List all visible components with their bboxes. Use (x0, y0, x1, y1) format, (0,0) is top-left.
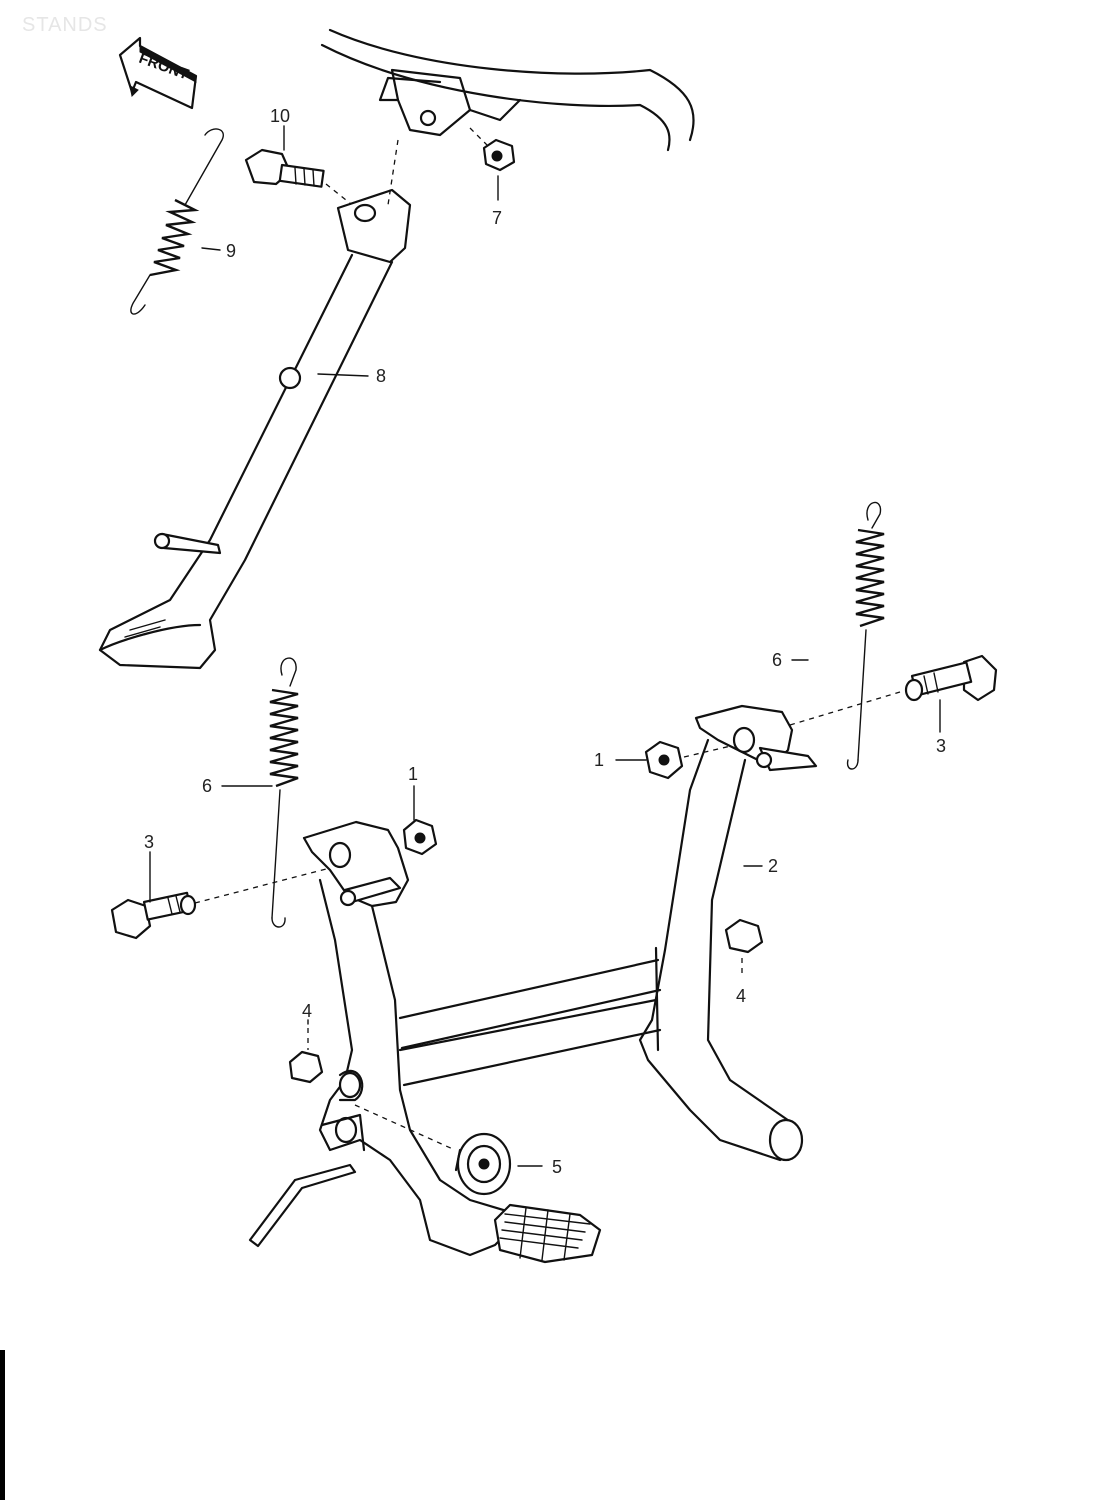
leader-lines (149, 125, 941, 1167)
callout-9: 9 (226, 241, 236, 261)
front-direction-arrow: FRONT (118, 36, 198, 110)
spring-9 (130, 128, 224, 315)
callout-5: 5 (552, 1157, 562, 1177)
scan-edge-mark (0, 1350, 5, 1500)
nut-1-left (402, 818, 438, 856)
frame-tube (320, 28, 695, 152)
callout-7: 7 (492, 208, 502, 228)
rubber-stopper-4-right (724, 918, 764, 975)
roller-5 (454, 1132, 512, 1196)
callout-3-left: 3 (144, 832, 154, 852)
bolt-3-right (789, 654, 998, 726)
page-title: STANDS (22, 14, 108, 36)
nut-7 (469, 127, 516, 172)
callout-labels: 10 9 7 8 6 3 1 2 4 1 6 3 4 5 (144, 106, 946, 1177)
bolt-10 (244, 148, 357, 209)
side-stand-8 (98, 139, 412, 670)
nut-1-right (644, 740, 736, 780)
callout-4-left: 4 (302, 1001, 312, 1021)
bolt-3-left (110, 867, 331, 940)
spring-6-left (269, 657, 299, 928)
callout-2: 2 (768, 856, 778, 876)
callout-1-right: 1 (594, 750, 604, 770)
spring-6-right (846, 502, 885, 770)
callout-4-right: 4 (736, 986, 746, 1006)
callout-8: 8 (376, 366, 386, 386)
center-stand-2 (248, 704, 818, 1264)
callout-6-left: 6 (202, 776, 212, 796)
callout-1-left: 1 (408, 764, 418, 784)
callout-10: 10 (270, 106, 290, 126)
callout-3-right: 3 (936, 736, 946, 756)
rubber-stopper-4-left (288, 1028, 324, 1084)
callout-6-right: 6 (772, 650, 782, 670)
